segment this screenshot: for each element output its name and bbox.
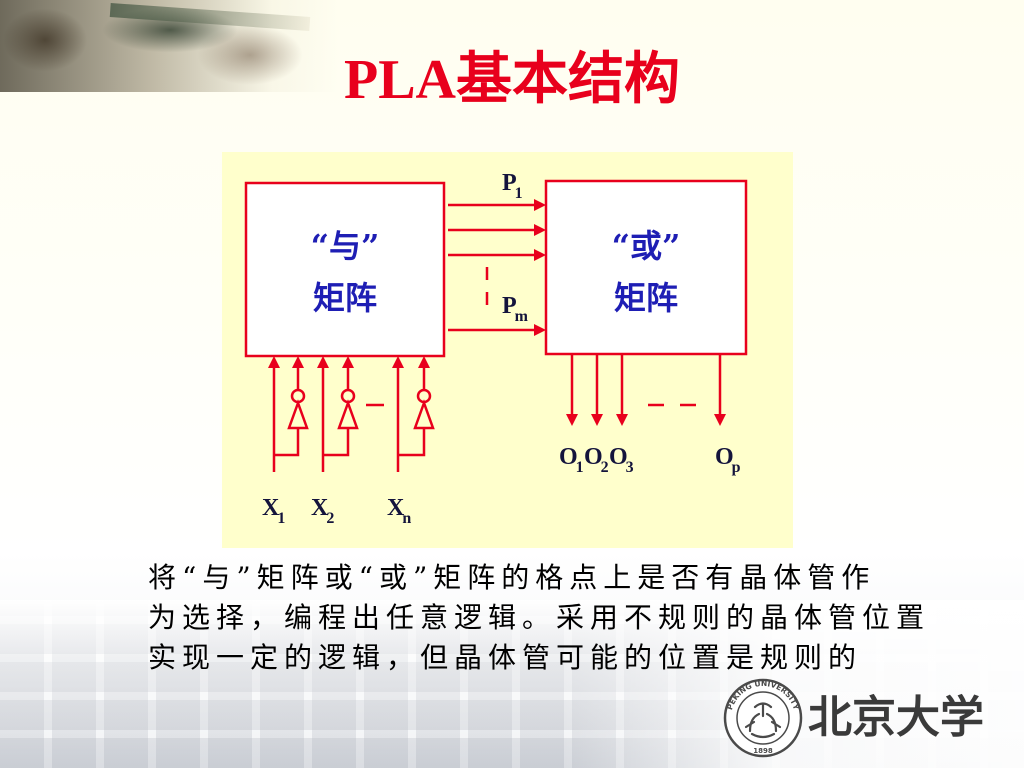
inverter-xn — [398, 356, 435, 457]
output-arrow-o2 — [591, 354, 603, 426]
arrow-head — [616, 414, 628, 426]
seal-outer-ring — [723, 678, 803, 758]
description-paragraph: 将“与”矩阵或“或”矩阵的格点上是否有晶体管作 为选择，编程出任意逻辑。采用不规… — [148, 558, 968, 678]
label-subscript: 3 — [625, 459, 634, 476]
label-subscript: 2 — [600, 459, 609, 476]
emblem-base — [750, 732, 776, 739]
seal-inner-ring — [736, 691, 790, 745]
arrow-head — [534, 224, 546, 236]
label-subscript: 1 — [277, 510, 286, 527]
peking-university-seal-icon: PEKING UNIVERSITY 1898 — [723, 678, 803, 758]
arrow-head — [392, 356, 404, 368]
description-line: 为选择，编程出任意逻辑。采用不规则的晶体管位置 — [148, 601, 931, 634]
keyboard-background-fade — [0, 600, 1024, 768]
arrow-head — [418, 356, 430, 368]
or-matrix-box — [544, 179, 748, 356]
label-symbol: X — [387, 495, 405, 521]
arrow-head — [317, 356, 329, 368]
output-label-o1: O1 — [559, 443, 584, 476]
inverter-x2 — [323, 356, 359, 457]
arrow-head — [534, 249, 546, 261]
inverter-x1 — [274, 356, 309, 457]
or-matrix-quote-label: “或” — [611, 227, 681, 265]
inverter-feed — [323, 428, 350, 457]
arrow-head — [534, 324, 546, 336]
university-wordmark: 北京大学 — [808, 692, 984, 743]
output-label-o2: O2 — [584, 443, 609, 476]
label-subscript: n — [402, 510, 412, 527]
label-subscript: 1 — [575, 459, 584, 476]
output-label-o3: O3 — [609, 443, 634, 476]
arrow-head — [591, 414, 603, 426]
product-term-arrow-1 — [448, 199, 546, 211]
description-line: 将“与”矩阵或“或”矩阵的格点上是否有晶体管作 — [148, 561, 876, 594]
label-subscript: 1 — [514, 185, 523, 202]
label-symbol: O — [609, 444, 628, 470]
arrow-head — [342, 356, 354, 368]
description-line: 实现一定的逻辑，但晶体管可能的位置是规则的 — [148, 641, 863, 674]
label-symbol: P — [502, 293, 517, 319]
and-matrix-label: 矩阵 — [312, 279, 377, 317]
label-subscript: 2 — [326, 510, 335, 527]
product-term-arrow-2 — [448, 224, 546, 236]
arrow-head — [268, 356, 280, 368]
product-term-arrow-m — [448, 324, 546, 336]
arrow-head — [292, 356, 304, 368]
product-term-label-pm: Pm — [502, 292, 528, 325]
arrow-head — [714, 414, 726, 426]
input-label-x2: X2 — [311, 494, 335, 527]
label-subscript: p — [731, 459, 741, 476]
seal-year: 1898 — [753, 747, 773, 755]
emblem-left-figure — [744, 712, 761, 733]
and-matrix-quote-label: “与” — [310, 227, 380, 265]
product-term-label-p1: P1 — [502, 169, 523, 202]
emblem-right-figure — [765, 712, 782, 733]
output-label-op: Op — [715, 443, 741, 476]
inverter-feed — [274, 428, 300, 457]
inverter-feed — [398, 428, 426, 457]
label-symbol: O — [559, 444, 578, 470]
output-arrow-op — [714, 354, 726, 426]
output-arrow-o1 — [566, 354, 578, 426]
label-symbol: O — [584, 444, 603, 470]
or-matrix-label: 矩阵 — [613, 279, 678, 317]
label-symbol: P — [502, 170, 517, 196]
output-arrow-o3 — [616, 354, 628, 426]
input-label-x1: X1 — [262, 494, 286, 527]
emblem-top-figure — [753, 702, 773, 718]
label-symbol: O — [715, 444, 734, 470]
slide-title: PLA基本结构 — [344, 49, 680, 111]
label-symbol: X — [262, 495, 280, 521]
seal-emblem — [744, 702, 782, 739]
label-subscript: m — [514, 308, 528, 325]
and-matrix-box — [244, 181, 446, 358]
input-label-xn: Xn — [387, 494, 412, 527]
arrow-head — [534, 199, 546, 211]
label-symbol: X — [311, 495, 329, 521]
arrow-head — [566, 414, 578, 426]
product-term-arrow-3 — [448, 249, 546, 261]
